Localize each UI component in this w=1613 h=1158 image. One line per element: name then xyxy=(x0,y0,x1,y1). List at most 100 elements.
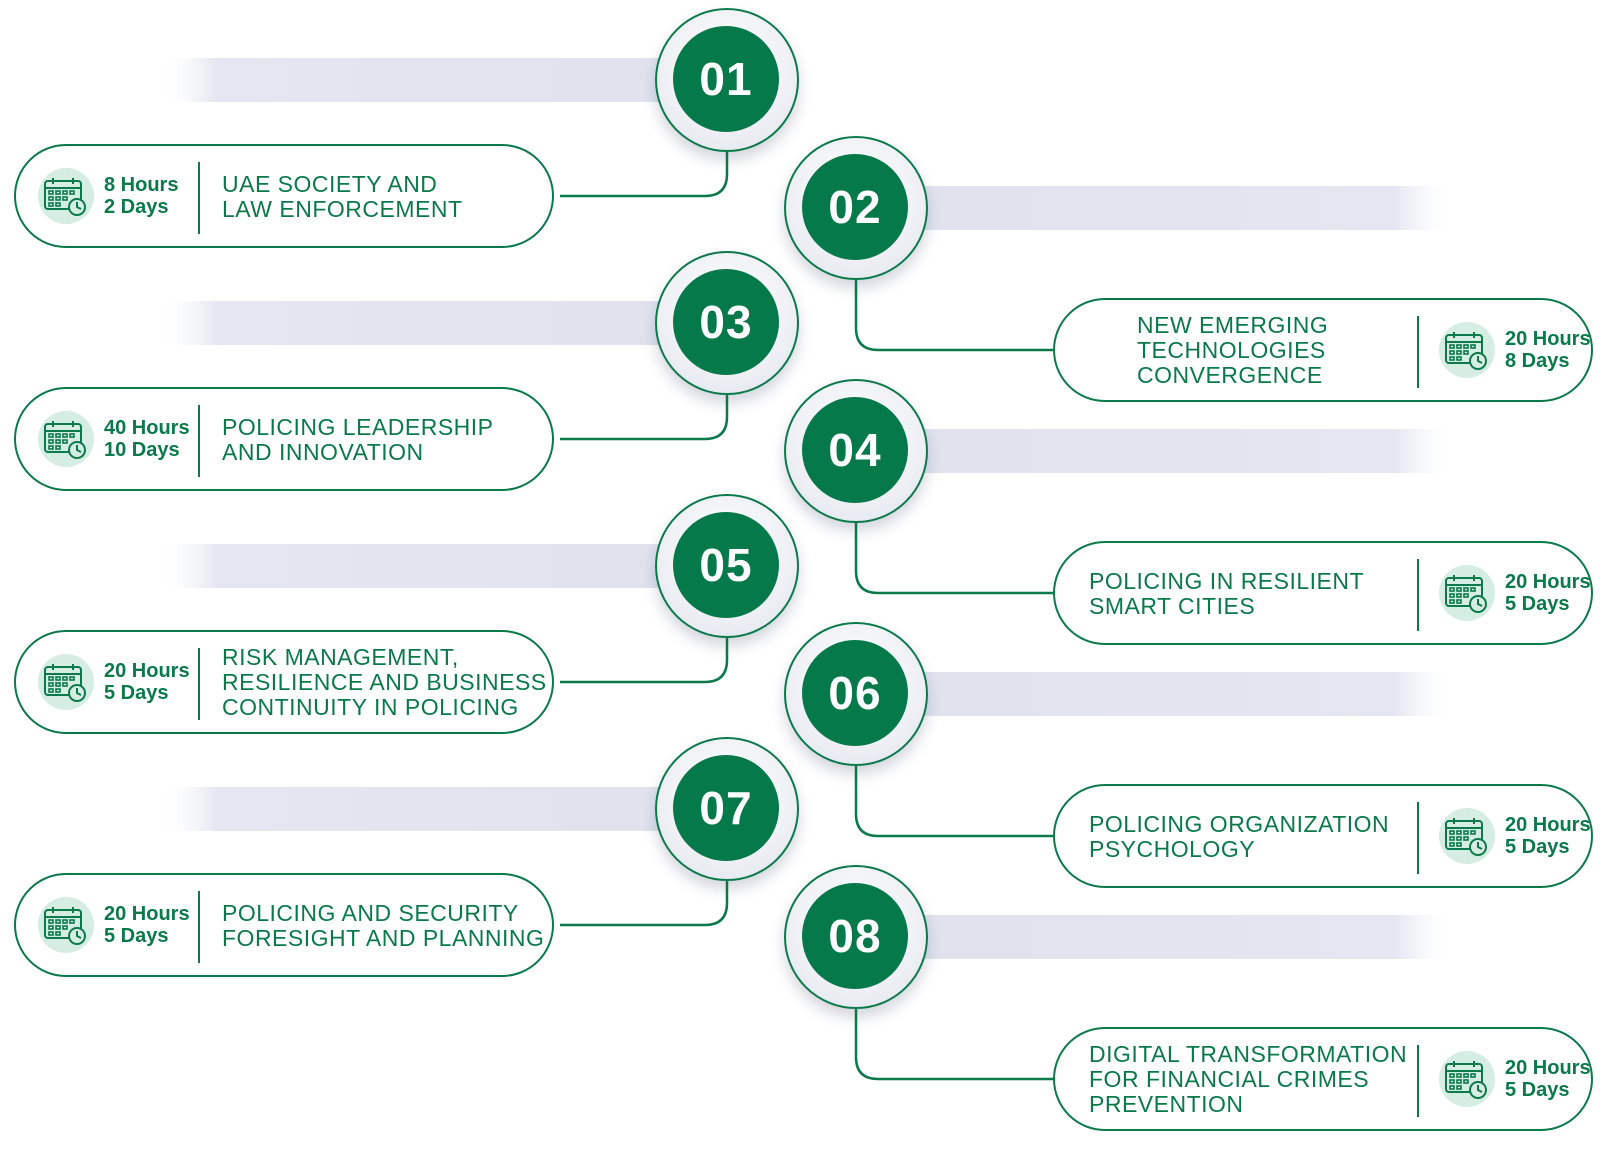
step-04-connector xyxy=(854,523,1053,595)
course-title-line: FOR FINANCIAL CRIMES xyxy=(1089,1066,1370,1092)
step-01-bar xyxy=(160,58,727,102)
course-title-line: LAW ENFORCEMENT xyxy=(222,196,463,222)
duration-days: 5 Days xyxy=(1505,593,1570,615)
step-06-badge: 06 xyxy=(784,622,928,766)
step-04-bar xyxy=(856,429,1455,473)
duration-hours: 8 Hours xyxy=(104,174,179,196)
calendar-clock-icon xyxy=(38,897,94,953)
duration-hours: 20 Hours xyxy=(104,660,190,682)
step-number: 03 xyxy=(673,269,779,375)
duration-hours: 20 Hours xyxy=(104,903,190,925)
duration-days: 5 Days xyxy=(1505,1079,1570,1101)
step-08-bar xyxy=(856,915,1455,959)
course-title-line: UAE SOCIETY AND xyxy=(222,171,438,197)
calendar-clock-icon xyxy=(1439,565,1495,621)
calendar-clock-icon xyxy=(1439,322,1495,378)
step-07-connector xyxy=(560,881,729,927)
step-02-connector xyxy=(854,280,1053,352)
calendar-clock-icon xyxy=(1439,808,1495,864)
duration-hours: 20 Hours xyxy=(1505,571,1591,593)
course-title-line: TECHNOLOGIES xyxy=(1137,337,1326,363)
step-05-badge: 05 xyxy=(655,494,799,638)
duration-days: 2 Days xyxy=(104,196,169,218)
step-05-connector xyxy=(560,638,729,684)
duration-days: 5 Days xyxy=(104,682,169,704)
divider xyxy=(198,891,200,963)
course-title-line: RESILIENCE AND BUSINESS xyxy=(222,669,547,695)
step-number: 08 xyxy=(802,883,908,989)
step-03-connector xyxy=(560,395,729,441)
step-07-badge: 07 xyxy=(655,737,799,881)
course-title-line: PREVENTION xyxy=(1089,1091,1244,1117)
course-title-line: NEW EMERGING xyxy=(1137,312,1329,338)
course-title-line: POLICING AND SECURITY xyxy=(222,900,519,926)
step-08-connector xyxy=(854,1009,1053,1081)
course-title-line: FORESIGHT AND PLANNING xyxy=(222,925,545,951)
duration-days: 10 Days xyxy=(104,439,180,461)
step-01-badge: 01 xyxy=(655,8,799,152)
step-08-badge: 08 xyxy=(784,865,928,1009)
duration-days: 5 Days xyxy=(1505,836,1570,858)
divider xyxy=(1417,559,1419,631)
step-number: 07 xyxy=(673,755,779,861)
divider xyxy=(198,648,200,720)
duration-days: 5 Days xyxy=(104,925,169,947)
step-07-bar xyxy=(160,787,727,831)
step-number: 04 xyxy=(802,397,908,503)
course-title-line: SMART CITIES xyxy=(1089,593,1256,619)
divider xyxy=(1417,802,1419,874)
step-06-connector xyxy=(854,766,1053,838)
step-number: 06 xyxy=(802,640,908,746)
step-02-badge: 02 xyxy=(784,136,928,280)
course-title-line: AND INNOVATION xyxy=(222,439,424,465)
divider xyxy=(198,162,200,234)
step-number: 02 xyxy=(802,154,908,260)
step-06-bar xyxy=(856,672,1455,716)
step-02-bar xyxy=(856,186,1455,230)
course-title-line: PSYCHOLOGY xyxy=(1089,836,1256,862)
divider xyxy=(1417,1045,1419,1117)
duration-hours: 40 Hours xyxy=(104,417,190,439)
step-03-bar xyxy=(160,301,727,345)
step-number: 01 xyxy=(673,26,779,132)
calendar-clock-icon xyxy=(1439,1051,1495,1107)
duration-hours: 20 Hours xyxy=(1505,1057,1591,1079)
course-title-line: POLICING LEADERSHIP xyxy=(222,414,494,440)
divider xyxy=(198,405,200,477)
calendar-clock-icon xyxy=(38,654,94,710)
duration-days: 8 Days xyxy=(1505,350,1570,372)
course-title-line: DIGITAL TRANSFORMATION xyxy=(1089,1041,1408,1067)
course-title-line: CONTINUITY IN POLICING xyxy=(222,694,519,720)
course-title-line: POLICING ORGANIZATION xyxy=(1089,811,1390,837)
duration-hours: 20 Hours xyxy=(1505,814,1591,836)
step-05-bar xyxy=(160,544,727,588)
course-title-line: CONVERGENCE xyxy=(1137,362,1323,388)
course-title-line: POLICING IN RESILIENT xyxy=(1089,568,1365,594)
calendar-clock-icon xyxy=(38,168,94,224)
step-04-badge: 04 xyxy=(784,379,928,523)
